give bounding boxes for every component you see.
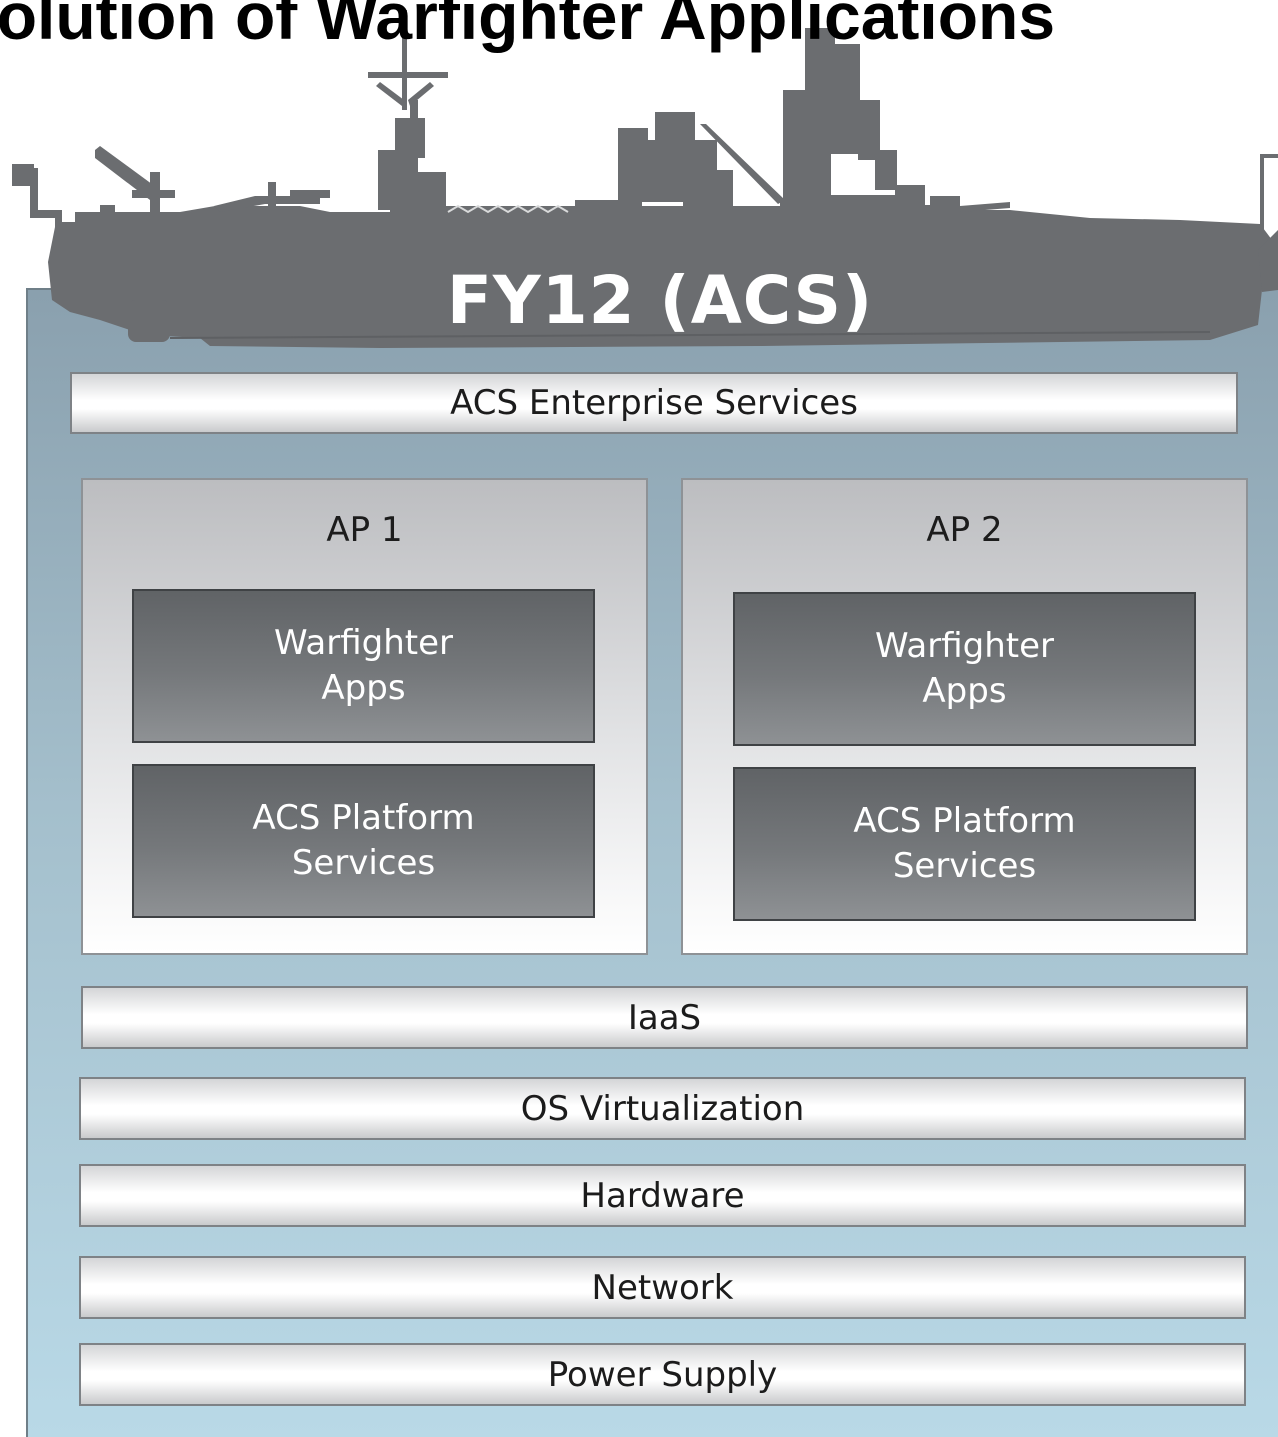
ap1-platform-services-box: ACS Platform Services xyxy=(132,764,595,918)
ap2-platform-line2: Services xyxy=(892,846,1037,886)
ap2-box: AP 2 Warfighter Apps ACS Platform Servic… xyxy=(681,478,1248,955)
ap2-warfighter-apps-box: Warfighter Apps xyxy=(733,592,1196,746)
hardware-layer: Hardware xyxy=(79,1164,1246,1227)
ship-label: FY12 (ACS) xyxy=(446,262,874,339)
ap2-apps-line1: Warfighter xyxy=(874,626,1055,666)
ap1-warfighter-apps-box: Warfighter Apps xyxy=(132,589,595,743)
enterprise-services-layer: ACS Enterprise Services xyxy=(70,372,1238,434)
ap2-title: AP 2 xyxy=(926,510,1003,550)
ap1-title: AP 1 xyxy=(326,510,403,550)
ap2-apps-line2: Apps xyxy=(922,671,1007,711)
iaas-layer: IaaS xyxy=(81,986,1248,1049)
ap1-platform-line2: Services xyxy=(291,843,436,883)
power-supply-layer: Power Supply xyxy=(79,1343,1246,1406)
network-layer: Network xyxy=(79,1256,1246,1319)
page-title: volution of Warfighter Applications xyxy=(0,0,1056,53)
ap2-platform-services-box: ACS Platform Services xyxy=(733,767,1196,921)
ship-silhouette xyxy=(12,10,1278,348)
os-virtualization-layer: OS Virtualization xyxy=(79,1077,1246,1140)
ap1-apps-line1: Warfighter xyxy=(273,623,454,663)
ap1-box: AP 1 Warfighter Apps ACS Platform Servic… xyxy=(81,478,648,955)
ap1-apps-line2: Apps xyxy=(321,668,406,708)
ap1-platform-line1: ACS Platform xyxy=(252,798,475,838)
ap2-platform-line1: ACS Platform xyxy=(853,801,1076,841)
